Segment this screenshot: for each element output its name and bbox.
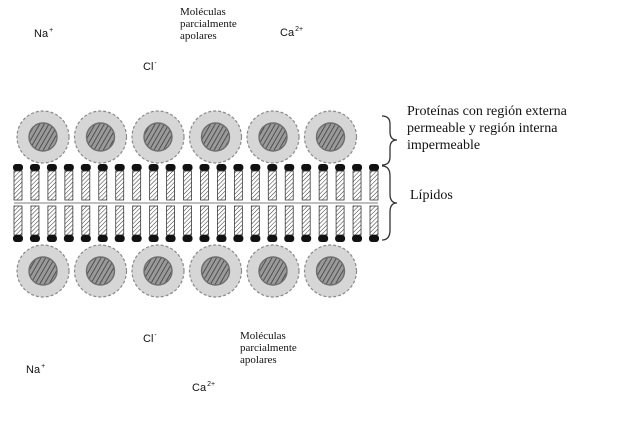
lipid-molecule [267, 164, 278, 242]
lipid-molecule [46, 164, 57, 242]
top-chloride-ion: Cl- [143, 60, 157, 73]
top-sodium-ion: Na+ [34, 27, 54, 40]
lipid-molecule [63, 164, 74, 242]
bottom-protein-row [16, 244, 358, 298]
top-protein [303, 110, 358, 164]
lipid-molecule [233, 164, 244, 242]
top-protein [246, 110, 300, 164]
lipid-bilayer [13, 164, 379, 242]
lipid-molecule [369, 164, 379, 242]
top-protein [73, 110, 128, 164]
lipid-molecule [216, 164, 227, 242]
protein-brace [381, 115, 398, 166]
lipid-molecule [318, 164, 329, 242]
lipids-label: Lípidos [410, 188, 453, 203]
lipid-molecule [301, 164, 312, 242]
lipid-molecule [148, 164, 159, 242]
lipid-molecule [182, 164, 193, 242]
bottom-protein [246, 244, 300, 298]
lipid-molecule [13, 164, 23, 242]
lipid-molecule [29, 164, 40, 242]
lipid-molecule [284, 164, 295, 242]
lipid-molecule [114, 164, 125, 242]
bottom-chloride-ion: Cl- [143, 332, 157, 345]
top-protein [16, 110, 70, 164]
bottom-protein [131, 244, 185, 298]
top-apolar-molecules-label: Moléculas parcialmente apolares [180, 6, 237, 42]
bottom-calcium-ion: Ca2+ [192, 381, 216, 394]
lipid-molecule [97, 164, 108, 242]
lipid-molecule [165, 164, 176, 242]
lipid-molecule [250, 164, 261, 242]
lipid-molecule [335, 164, 346, 242]
lipid-molecule [131, 164, 142, 242]
lipid-molecule [80, 164, 91, 242]
bottom-protein [16, 244, 70, 298]
top-protein [188, 110, 243, 164]
bottom-apolar-molecules-label: Moléculas parcialmente apolares [240, 330, 297, 366]
bottom-sodium-ion: Na+ [26, 363, 46, 376]
top-protein-row [16, 110, 358, 164]
top-protein [131, 110, 185, 164]
bottom-protein [188, 244, 243, 298]
top-calcium-ion: Ca2+ [280, 26, 304, 39]
proteins-label: Proteínas con región externa permeable y… [407, 104, 567, 153]
lipid-brace [381, 165, 398, 241]
bottom-protein [73, 244, 128, 298]
lipid-molecule [199, 164, 210, 242]
bottom-protein [303, 244, 358, 298]
lipid-molecule [352, 164, 363, 242]
